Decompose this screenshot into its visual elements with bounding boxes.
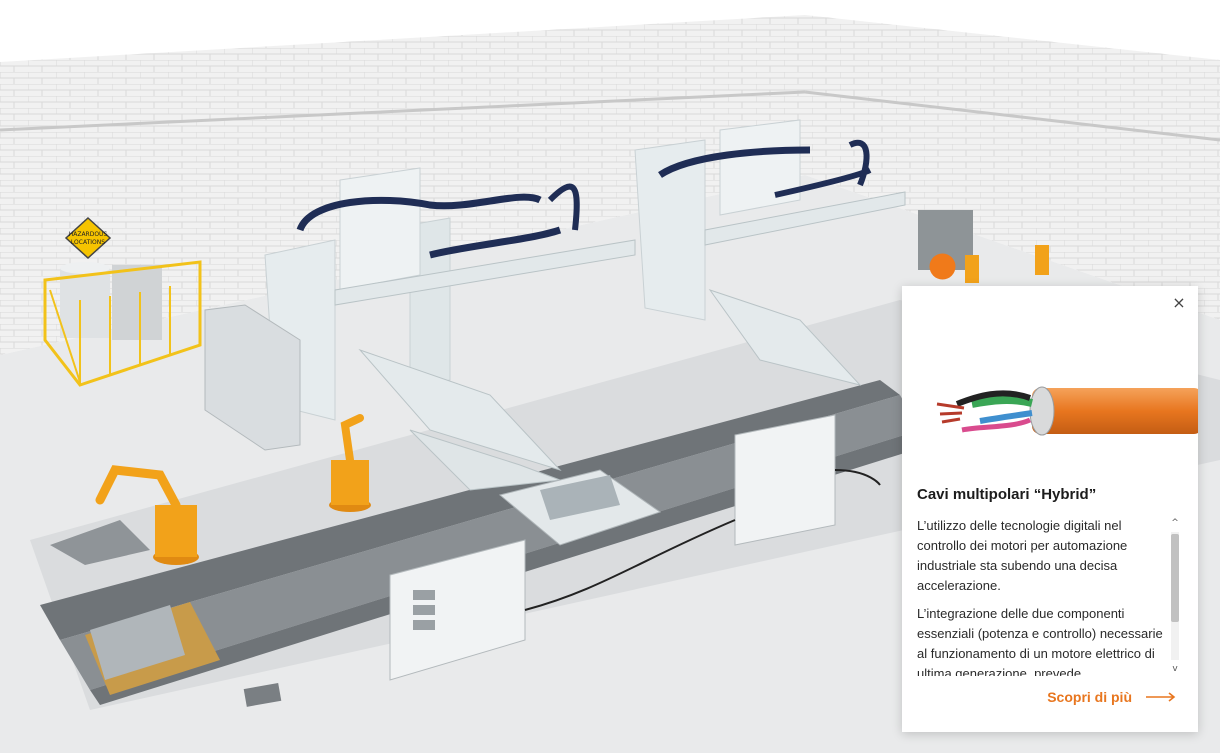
popup-scrollbar[interactable]: ^ v (1168, 516, 1182, 676)
sign-text-line2: LOCATIONS (71, 239, 105, 246)
popup-paragraph-1: L’utilizzo delle tecnologie digitali nel… (917, 518, 1128, 593)
hazard-sign: HAZARDOUS LOCATIONS (64, 216, 112, 260)
scrollbar-thumb[interactable] (1171, 534, 1179, 622)
gantry-machine-right (634, 119, 973, 386)
hybrid-cable-image (936, 386, 1198, 436)
scrollbar-track[interactable] (1171, 532, 1179, 660)
learn-more-label: Scopri di più (1047, 689, 1132, 705)
scroll-up-icon[interactable]: ^ (1171, 518, 1179, 528)
arrow-right-icon (1146, 692, 1176, 702)
robot-arm-left (50, 465, 199, 565)
learn-more-link[interactable]: Scopri di più (1047, 689, 1176, 705)
orange-dot-hotspot[interactable] (929, 253, 956, 280)
robot-arm-far (965, 245, 1049, 283)
popup-paragraph-2: L’integrazione delle due componenti esse… (917, 606, 1163, 676)
close-icon[interactable]: × (1172, 293, 1186, 312)
popup-title: Cavi multipolari “Hybrid” (917, 486, 1097, 503)
pallet (85, 602, 220, 695)
control-cabinets (204, 304, 881, 681)
floor-hatch (243, 683, 282, 707)
fenced-area (43, 260, 202, 387)
gantry-machine-left (264, 167, 636, 491)
sign-text-line1: HAZARDOUS (69, 231, 108, 238)
robot-arm-middle (329, 414, 371, 512)
popup-description: L’utilizzo delle tecnologie digitali nel… (917, 516, 1169, 676)
rail-carriage (498, 469, 662, 546)
product-popup: × Cavi multipolari “Hybrid” L’utilizzo d… (902, 286, 1198, 732)
scroll-down-icon[interactable]: v (1172, 664, 1178, 674)
